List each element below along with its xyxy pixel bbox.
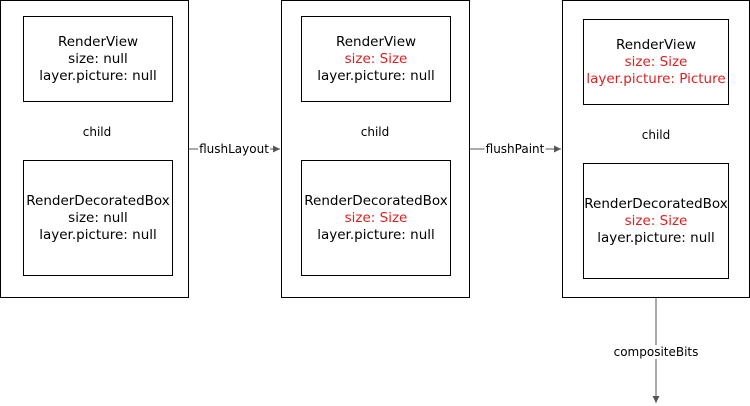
picture-value: layer.picture: null: [317, 67, 435, 84]
child-label-1: child: [81, 125, 113, 139]
size-value-changed: size: Size: [624, 212, 688, 229]
size-value-changed: size: Size: [344, 209, 408, 226]
render-view-title: RenderView: [615, 36, 697, 53]
picture-value: layer.picture: null: [317, 226, 435, 243]
decorated-box-1: RenderDecoratedBox size: null layer.pict…: [23, 160, 173, 276]
flush-layout-label: flushLayout: [198, 142, 270, 156]
child-label-2: child: [359, 125, 391, 139]
decorated-box-2: RenderDecoratedBox size: Size layer.pict…: [301, 160, 451, 276]
render-view-box-1: RenderView size: null layer.picture: nul…: [23, 16, 173, 102]
decorated-box-3: RenderDecoratedBox size: Size layer.pict…: [583, 163, 729, 279]
size-value-changed: size: Size: [624, 53, 688, 70]
render-view-box-3: RenderView size: Size layer.picture: Pic…: [583, 19, 729, 105]
picture-value: layer.picture: null: [597, 229, 715, 246]
render-view-title: RenderView: [335, 33, 417, 50]
child-label-3: child: [640, 128, 672, 142]
size-value-changed: size: Size: [344, 50, 408, 67]
flush-paint-label: flushPaint: [484, 142, 546, 156]
render-view-title: RenderView: [57, 33, 139, 50]
decorated-box-title: RenderDecoratedBox: [26, 192, 170, 209]
decorated-box-title: RenderDecoratedBox: [304, 192, 448, 209]
picture-value: layer.picture: null: [39, 226, 157, 243]
composite-bits-label: compositeBits: [612, 345, 700, 359]
decorated-box-title: RenderDecoratedBox: [584, 195, 728, 212]
picture-value-changed: layer.picture: Picture: [586, 70, 726, 87]
size-value: size: null: [68, 209, 128, 226]
size-value: size: null: [68, 50, 128, 67]
render-view-box-2: RenderView size: Size layer.picture: nul…: [301, 16, 451, 102]
picture-value: layer.picture: null: [39, 67, 157, 84]
